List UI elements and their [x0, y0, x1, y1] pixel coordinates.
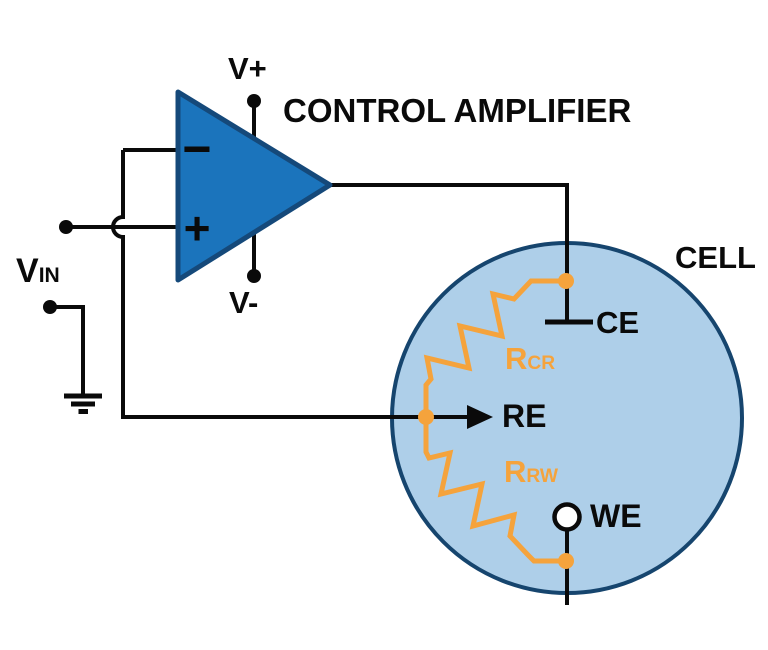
vin-label: VIN: [16, 254, 60, 288]
vin-label-sub: IN: [38, 264, 60, 287]
feedback-wire-with-hop: [111, 150, 468, 419]
resistor-rrw-zigzag: [423, 417, 566, 564]
re-arrow-icon: [467, 405, 493, 429]
ce-label: CE: [596, 305, 640, 340]
cell-label: CELL: [675, 240, 756, 275]
vin-label-main: V: [16, 252, 39, 290]
vin-input-terminal-dot: [59, 220, 73, 234]
ce-junction-dot: [558, 273, 574, 289]
op-amp-inverting-input-symbol: −: [182, 121, 212, 177]
ground-icon: [64, 393, 102, 414]
re-label: RE: [502, 398, 547, 434]
vin-ground-wire: [50, 305, 85, 394]
v-minus-terminal-dot: [247, 269, 261, 283]
v-plus-label: V+: [228, 51, 267, 86]
v-plus-terminal-dot: [247, 94, 261, 108]
op-amp-triangle: [175, 89, 333, 283]
op-amp-noninverting-input-symbol: +: [183, 202, 211, 254]
control-amplifier-title: CONTROL AMPLIFIER: [283, 92, 632, 129]
rcr-label: RCR: [505, 343, 555, 374]
vin-ground-terminal-dot: [43, 300, 57, 314]
v-minus-label: V-: [229, 285, 259, 320]
rrw-label-main: R: [504, 454, 527, 489]
we-label: WE: [590, 498, 642, 534]
rrw-label-sub: RW: [526, 466, 559, 487]
rcr-label-sub: CR: [527, 353, 556, 374]
we-junction-dot: [558, 553, 574, 569]
rcr-label-main: R: [505, 341, 528, 376]
rrw-label: RRW: [504, 456, 558, 487]
re-junction-dot: [418, 409, 434, 425]
we-electrode-circle: [552, 502, 582, 532]
resistor-rcr-zigzag: [423, 278, 566, 417]
